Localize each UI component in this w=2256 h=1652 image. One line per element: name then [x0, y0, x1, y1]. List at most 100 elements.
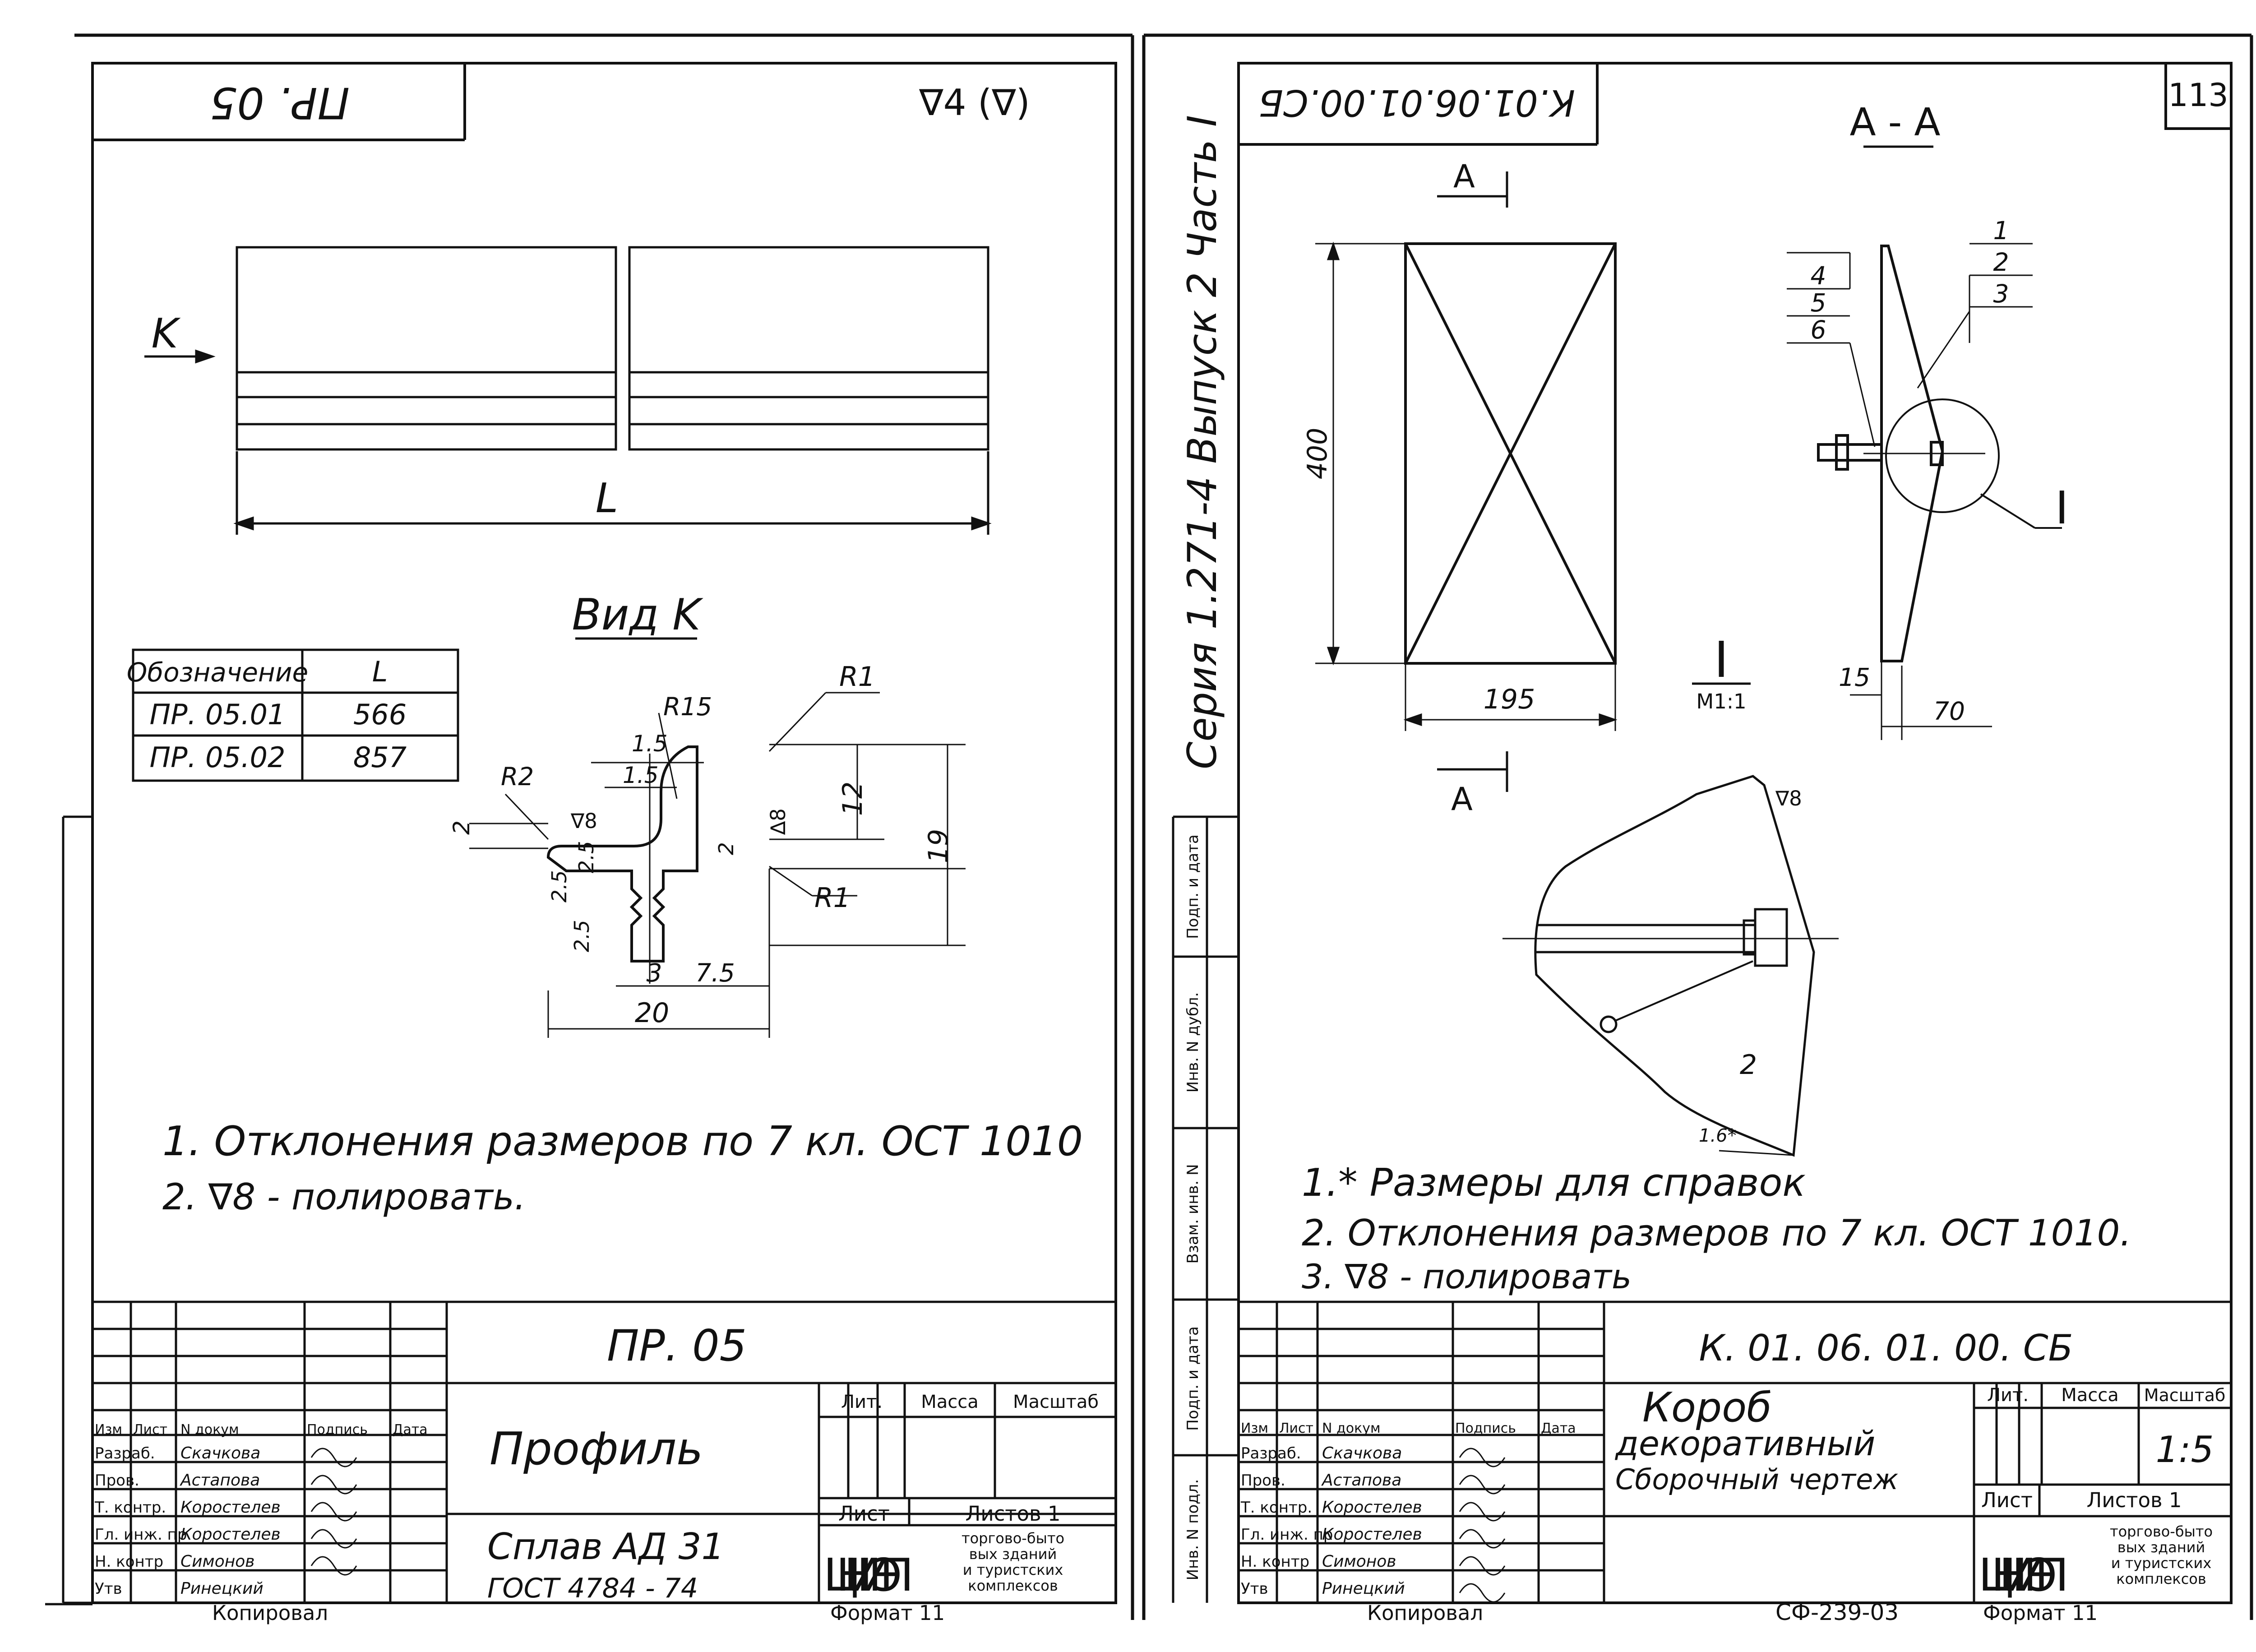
- right-tb-col-date: Дата: [1541, 1421, 1576, 1436]
- right-tb-org-line-3: и туристских: [2111, 1555, 2212, 1572]
- right-tb-role-3: Т. контр.: [1240, 1499, 1312, 1517]
- dim-1-5b: 1.5: [623, 762, 659, 788]
- right-tb-role-6: Утв: [1241, 1580, 1268, 1598]
- right-tb-org-logo: ЦНИИЭП: [1979, 1549, 2069, 1601]
- series-label: Серия 1.271-4 Выпуск 2 Часть I: [1179, 115, 1225, 769]
- right-tb-person-1: Скачкова: [1322, 1444, 1402, 1462]
- left-tb-designation: ПР. 05: [607, 1321, 747, 1371]
- right-tb-role-1: Разраб.: [1241, 1444, 1301, 1462]
- right-side-strip: [1172, 815, 1239, 1603]
- left-tb-role-3: Т. контр.: [94, 1499, 166, 1517]
- dim-2-5a: 2.5: [574, 841, 598, 873]
- left-tb-person-3: Коростелев: [180, 1498, 281, 1517]
- profile-section: [546, 745, 698, 984]
- designation-table: [132, 648, 459, 782]
- left-tb-person-2: Астапова: [180, 1471, 260, 1490]
- dim-15: 15: [1839, 663, 1870, 692]
- right-tb-org-line-4: комплексов: [2116, 1570, 2206, 1587]
- left-tb-columns: Изм Лист N докум Подпись Дата: [95, 1422, 428, 1438]
- right-tb-person-6: Ринецкий: [1322, 1579, 1405, 1598]
- leader-4: 4: [1811, 261, 1826, 290]
- right-tb-sheets: Листов 1: [2086, 1488, 2182, 1512]
- rough-8b: ∆8: [766, 808, 790, 835]
- right-tb-org-line-1: торгово-быто: [2110, 1523, 2213, 1540]
- outer-frame: [74, 33, 2253, 1620]
- cut-a-top: А: [1453, 158, 1475, 195]
- right-tb-signatures: [1459, 1448, 1506, 1603]
- left-tb-person-5: Симонов: [180, 1552, 255, 1571]
- dim-20: 20: [635, 997, 669, 1029]
- dim-400: 400: [1302, 428, 1333, 480]
- detail-dim-1-6: 1.6*: [1699, 1125, 1737, 1146]
- side-col-vzam: Взам. инв. N: [1184, 1164, 1202, 1264]
- left-tb-org-line-4: комплексов: [968, 1577, 1058, 1594]
- side-col-podp-2: Подп. и дата: [1184, 1326, 1202, 1431]
- dim-12: 12: [837, 782, 869, 816]
- right-tb-scale-value: 1:5: [2156, 1429, 2214, 1471]
- left-copied: Копировал: [212, 1601, 328, 1625]
- right-tb-lit: Лит.: [1987, 1385, 2029, 1406]
- leader-5: 5: [1811, 288, 1826, 317]
- detail-rough-8: ∇8: [1775, 787, 1802, 810]
- right-tb-scale: Масштаб: [2144, 1385, 2226, 1405]
- cut-a-bottom: А: [1451, 781, 1473, 818]
- right-tb-col-list: Лист: [1279, 1421, 1313, 1436]
- leader-3: 3: [1993, 279, 2009, 308]
- dim-19: 19: [923, 829, 954, 863]
- table-row1-length: 566: [353, 698, 407, 731]
- side-col-inv-dubl: Инв. N дубл.: [1184, 992, 1202, 1093]
- left-tb-col-list: Лист: [133, 1422, 167, 1438]
- right-copied: Копировал: [1367, 1601, 1483, 1625]
- leader-6: 6: [1811, 315, 1826, 344]
- right-tb-person-5: Симонов: [1322, 1552, 1396, 1571]
- right-tb-role-4: Гл. инж. пр: [1241, 1526, 1333, 1544]
- detail-label: I: [1714, 631, 1729, 689]
- leader-1: 1: [1993, 216, 2009, 245]
- dim-7-5: 7.5: [695, 958, 735, 987]
- right-sheet-frame: [1237, 62, 2233, 1604]
- dim-1-5a: 1.5: [632, 731, 668, 757]
- dim-r15: R15: [663, 692, 712, 721]
- dim-2-right: 2: [714, 842, 738, 855]
- right-tb-person-4: Коростелев: [1322, 1525, 1422, 1544]
- right-tb-role-2: Пров.: [1241, 1472, 1285, 1490]
- section-a-a-title: А - А: [1849, 100, 1940, 145]
- right-stamp-code: К.01.06.01.00.СБ: [1258, 82, 1575, 124]
- left-tb-org-line-1: торгово-быто: [962, 1530, 1064, 1547]
- roughness-general: ∇4 (∇): [919, 82, 1030, 124]
- left-side-margin-strip: [45, 815, 92, 1606]
- left-tb-name: Профиль: [490, 1422, 703, 1475]
- profile-view: [144, 246, 992, 535]
- left-tb-col-izm: Изм: [95, 1422, 122, 1438]
- right-tb-person-3: Коростелев: [1322, 1498, 1422, 1517]
- left-tb-org-logo: ЦНИИЭП: [823, 1549, 914, 1601]
- right-tb-col-izm: Изм: [1241, 1421, 1268, 1436]
- right-tb-people: Скачкова Астапова Коростелев Коростелев …: [1321, 1444, 1422, 1598]
- left-note-1: 1. Отклонения размеров по 7 кл. ОСТ 1010: [162, 1118, 1083, 1165]
- table-header-length: L: [372, 655, 388, 688]
- dim-2-5c: 2.5: [570, 920, 594, 952]
- table-row2-length: 857: [353, 741, 407, 774]
- right-tb-org-line-2: вых зданий: [2117, 1539, 2205, 1556]
- leader-2-detail: 2: [1740, 1049, 1757, 1081]
- right-sheet: К.01.06.01.00.СБ 113 Серия 1.271-4 Выпус…: [1172, 62, 2233, 1625]
- right-tb-person-2: Астапова: [1321, 1471, 1401, 1490]
- box-front-view: [1404, 242, 1617, 665]
- view-arrow-label: K: [151, 310, 180, 357]
- left-tb-material-1: Сплав АД 31: [487, 1526, 724, 1568]
- detail-i-view: [1502, 775, 1839, 1157]
- section-a-a: [1787, 243, 2062, 740]
- right-tb-name-3: Сборочный чертеж: [1615, 1463, 1898, 1496]
- left-tb-people: Скачкова Астапова Коростелев Коростелев …: [180, 1444, 281, 1598]
- table-header-designation: Обозначение: [127, 657, 308, 688]
- left-tb-signatures: [310, 1448, 357, 1576]
- left-tb-role-2: Пров.: [95, 1472, 139, 1490]
- left-tb-scale: Масштаб: [1013, 1392, 1099, 1412]
- left-sheet: ПР. 05 ∇4 (∇) K L Вид K Обозначение L ПР…: [45, 62, 1117, 1625]
- length-label: L: [596, 475, 618, 522]
- right-tb-sheet: Лист: [1981, 1488, 2033, 1512]
- box-dims: [1315, 171, 1618, 792]
- left-tb-person-1: Скачкова: [180, 1444, 260, 1462]
- right-tb-name-2: декоративный: [1614, 1424, 1875, 1463]
